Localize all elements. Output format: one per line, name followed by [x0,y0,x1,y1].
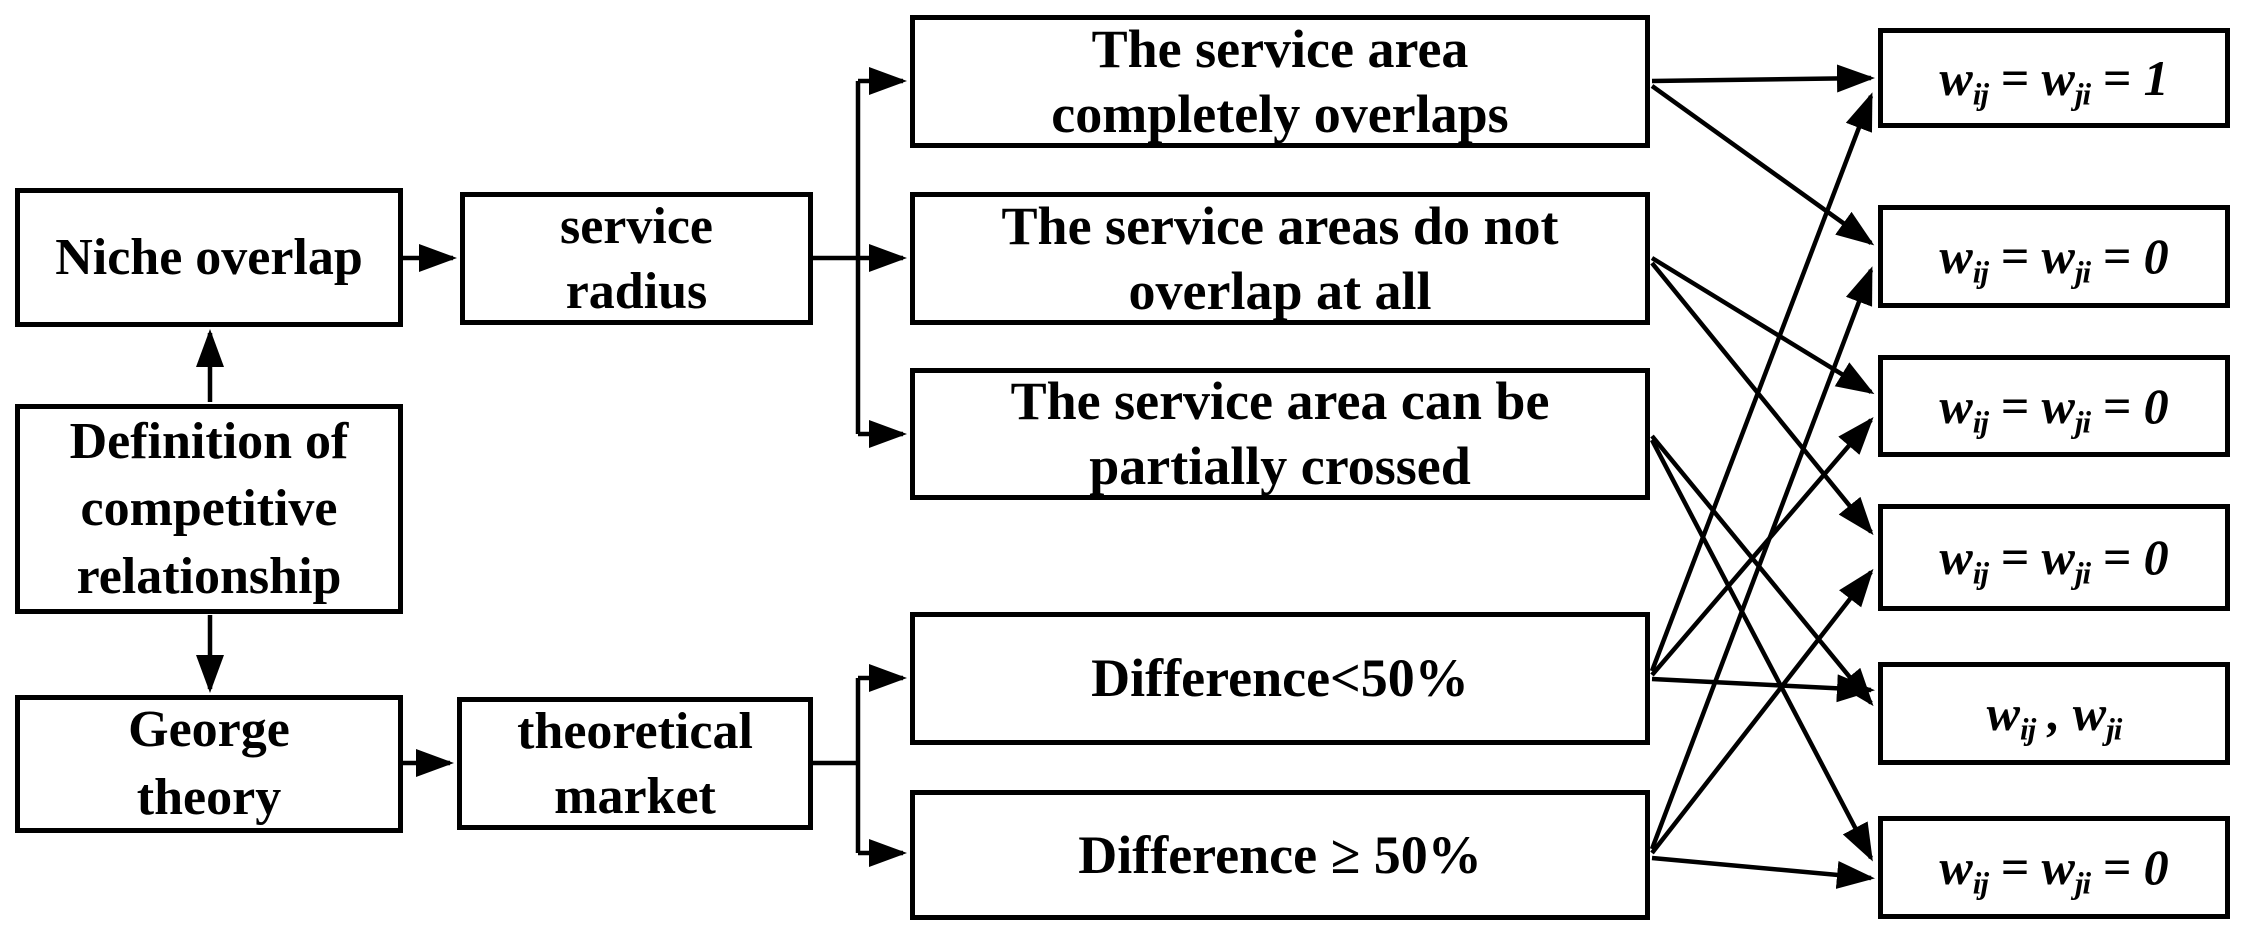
edge-diff_lt_50-to-w_equal_1 [1649,92,1874,672]
edge-diff_lt_50-to-w_pair [1651,674,1875,703]
node-label: Niche overlap [55,228,363,286]
node-label: wij = wji = 0 [1939,377,2169,439]
edge-area_none-to-w_zero_b [1650,256,1875,395]
node-weight-zero-4: wij = wji = 0 [1878,816,2230,919]
edge-area_complete-to-w_equal_1 [1651,64,1875,93]
node-niche-overlap: Niche overlap [15,188,403,327]
edge-diff_ge_50-to-w_zero_d [1651,855,1875,889]
edge-diff_ge_50-to-w_zero_c [1650,568,1874,855]
node-difference-lt-50: Difference<50% [910,612,1650,745]
node-label: wij = wji = 0 [1939,228,2169,290]
node-difference-ge-50: Difference ≥ 50% [910,790,1650,920]
node-weight-zero-2: wij = wji = 0 [1878,355,2230,457]
node-weight-zero-1: wij = wji = 0 [1878,205,2230,308]
edge-area_partial-to-w_zero_d [1650,438,1873,862]
node-label: Difference ≥ 50% [1078,824,1482,885]
edge-diff_lt_50-to-w_zero_b [1650,416,1874,677]
node-weight-equal-1: wij = wji = 1 [1878,28,2230,128]
node-weight-zero-3: wij = wji = 0 [1878,504,2230,611]
edges-group [196,64,1875,889]
node-label: wij = wji = 0 [1939,839,2169,901]
edge-area_none-to-w_zero_c [1650,261,1874,536]
node-label: Difference<50% [1091,648,1469,709]
node-label: wij = wji = 0 [1939,529,2169,591]
node-label: wij = wji = 1 [1939,49,2169,111]
edge-diff_ge_50-to-w_zero_a [1649,266,1874,850]
edge-area_partial-to-w_pair [1650,434,1874,707]
edge-area_complete-to-w_zero_a [1650,84,1875,246]
node-label: wij , wji [1986,685,2123,747]
node-weight-pair: wij , wji [1878,662,2230,765]
